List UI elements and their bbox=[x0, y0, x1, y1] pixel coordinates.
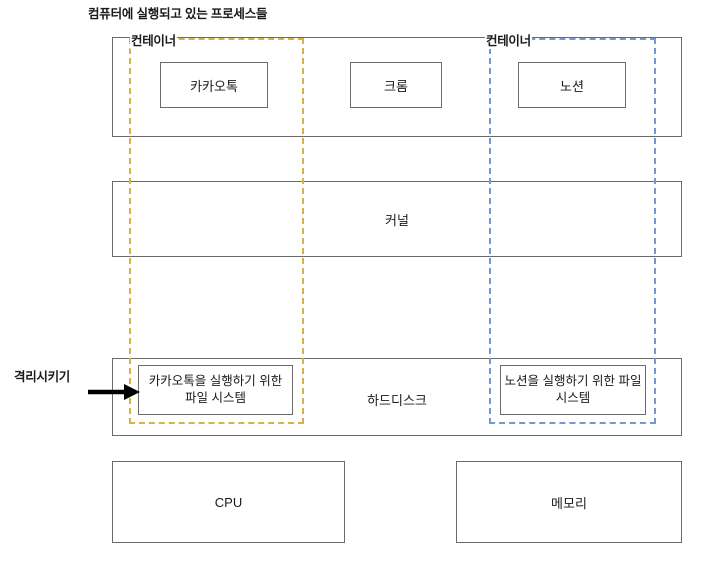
harddisk-layer-box: 하드디스크 bbox=[112, 358, 682, 436]
page-title: 컴퓨터에 실행되고 있는 프로세스들 bbox=[88, 7, 268, 21]
container-label-notion: 컨테이너 bbox=[485, 30, 532, 49]
harddisk-label: 하드디스크 bbox=[367, 393, 427, 408]
container-label-kakao: 컨테이너 bbox=[130, 30, 177, 49]
hardware-box-memory: 메모리 bbox=[456, 461, 682, 543]
process-layer-box bbox=[112, 37, 682, 137]
filesystem-box-kakaotalk: 카카오톡을 실행하기 위한 파일 시스템 bbox=[138, 365, 293, 415]
right-arrow-icon bbox=[88, 384, 140, 400]
hardware-box-cpu: CPU bbox=[112, 461, 345, 543]
kernel-label: 커널 bbox=[385, 213, 409, 228]
container-frame-notion bbox=[489, 38, 656, 424]
process-box-notion: 노션 bbox=[518, 62, 626, 108]
kernel-layer-box: 커널 bbox=[112, 181, 682, 257]
container-frame-kakao bbox=[129, 38, 304, 424]
filesystem-box-notion: 노션을 실행하기 위한 파일 시스템 bbox=[500, 365, 646, 415]
isolate-annotation-label: 격리시키기 bbox=[14, 370, 71, 384]
process-box-chrome: 크롬 bbox=[350, 62, 442, 108]
process-box-kakaotalk: 카카오톡 bbox=[160, 62, 268, 108]
